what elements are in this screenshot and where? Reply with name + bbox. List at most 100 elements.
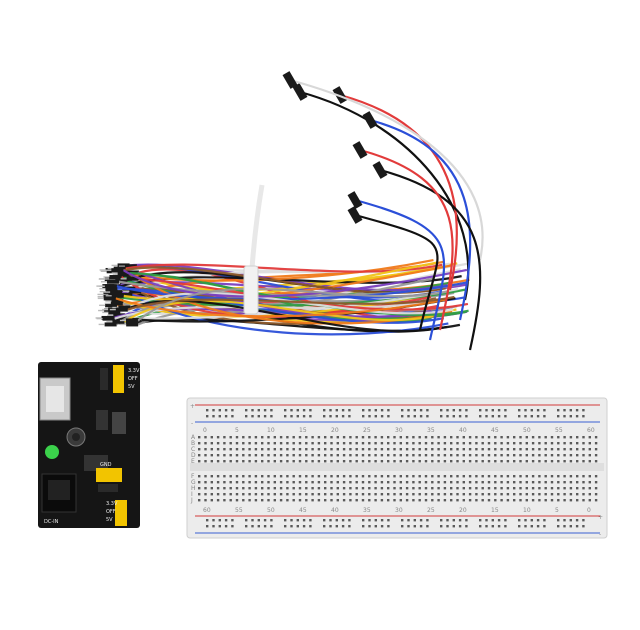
breadboard-hole — [569, 442, 573, 445]
breadboard-hole — [399, 493, 402, 496]
breadboard-hole — [475, 460, 478, 463]
rail-hole — [329, 525, 332, 528]
rail-hole — [524, 409, 527, 412]
breadboard-hole — [582, 448, 585, 451]
breadboard-hole — [443, 454, 447, 457]
breadboard-hole — [342, 499, 346, 502]
rail-hole — [374, 415, 377, 418]
breadboard-hole — [424, 442, 428, 445]
breadboard-hole — [412, 442, 415, 445]
breadboard-hole — [342, 487, 346, 490]
breadboard-hole — [519, 460, 522, 463]
rail-plus-top: + — [190, 403, 195, 410]
rail-hole — [206, 415, 209, 418]
jumper-wire — [354, 213, 439, 331]
rail-hole — [284, 519, 287, 522]
rail-hole — [458, 525, 462, 528]
rail-hole — [524, 519, 527, 522]
breadboard-hole — [279, 481, 283, 484]
breadboard-hole — [519, 487, 522, 490]
rail-hole — [368, 525, 371, 528]
wire-connector — [120, 292, 133, 297]
row-letter: F — [191, 473, 195, 480]
breadboard-hole — [538, 487, 541, 490]
rail-hole — [557, 409, 560, 412]
breadboard-hole — [544, 442, 547, 445]
rail-hole — [401, 525, 404, 528]
breadboard-hole — [229, 448, 232, 451]
breadboard-hole — [557, 454, 560, 457]
rail-hole — [387, 519, 390, 522]
breadboard-hole — [223, 442, 226, 445]
breadboard-hole — [550, 436, 554, 439]
rail-hole — [563, 415, 566, 418]
rail-hole — [479, 415, 482, 418]
row-letter: C — [191, 446, 195, 453]
breadboard-hole — [494, 454, 497, 457]
breadboard-hole — [273, 442, 276, 445]
breadboard-hole — [330, 475, 333, 478]
breadboard-hole — [387, 454, 390, 457]
breadboard-hole — [305, 454, 308, 457]
breadboard-hole — [550, 448, 554, 451]
breadboard-hole — [380, 448, 384, 451]
row-letter: B — [191, 440, 195, 447]
rail-hole — [290, 519, 293, 522]
rail-hole — [387, 525, 390, 528]
rail-hole — [270, 519, 273, 522]
breadboard-hole — [311, 460, 314, 463]
breadboard-hole — [342, 475, 346, 478]
rail-hole — [348, 525, 351, 528]
label-dc-in: DC-IN — [44, 519, 59, 525]
rail-hole — [485, 519, 488, 522]
breadboard-hole — [481, 499, 484, 502]
breadboard-hole — [216, 475, 220, 478]
jumper-wire — [122, 268, 468, 298]
breadboard-hole — [279, 499, 283, 502]
breadboard-hole — [279, 487, 283, 490]
breadboard-hole — [242, 448, 245, 451]
breadboard-hole — [525, 442, 528, 445]
breadboard-hole — [286, 475, 289, 478]
breadboard-hole — [418, 499, 421, 502]
breadboard-hole — [355, 460, 358, 463]
power-led — [45, 445, 59, 459]
rail-hole — [206, 409, 209, 412]
wire-connector — [104, 322, 117, 327]
breadboard-hole — [254, 442, 258, 445]
breadboard-hole — [513, 499, 516, 502]
rail-hole — [270, 525, 273, 528]
rail-hole — [380, 519, 384, 522]
breadboard-hole — [273, 460, 276, 463]
rail-hole — [413, 415, 416, 418]
breadboard-hole — [513, 436, 516, 439]
breadboard-hole — [450, 493, 453, 496]
breadboard-hole — [248, 436, 251, 439]
rail-hole — [218, 519, 221, 522]
wire-connector — [109, 276, 122, 281]
rail-hole — [458, 415, 462, 418]
rail-hole — [536, 519, 540, 522]
breadboard-hole — [317, 493, 321, 496]
breadboard-hole — [424, 499, 428, 502]
breadboard-hole — [374, 481, 377, 484]
breadboard-hole — [273, 448, 276, 451]
breadboard-hole — [576, 454, 579, 457]
breadboard-hole — [393, 487, 396, 490]
jumper-wire — [127, 295, 455, 311]
breadboard-hole — [412, 499, 415, 502]
breadboard-hole — [279, 493, 283, 496]
breadboard-hole — [374, 436, 377, 439]
breadboard-hole — [336, 499, 339, 502]
breadboard-hole — [387, 487, 390, 490]
rail-hole — [341, 409, 345, 412]
rail-hole — [491, 409, 494, 412]
breadboard-hole — [487, 442, 491, 445]
breadboard-hole — [500, 460, 503, 463]
breadboard-hole — [330, 481, 333, 484]
breadboard-hole — [198, 442, 201, 445]
breadboard-hole — [475, 448, 478, 451]
wire-connector — [106, 279, 119, 284]
breadboard-hole — [311, 499, 314, 502]
breadboard-hole — [235, 481, 239, 484]
